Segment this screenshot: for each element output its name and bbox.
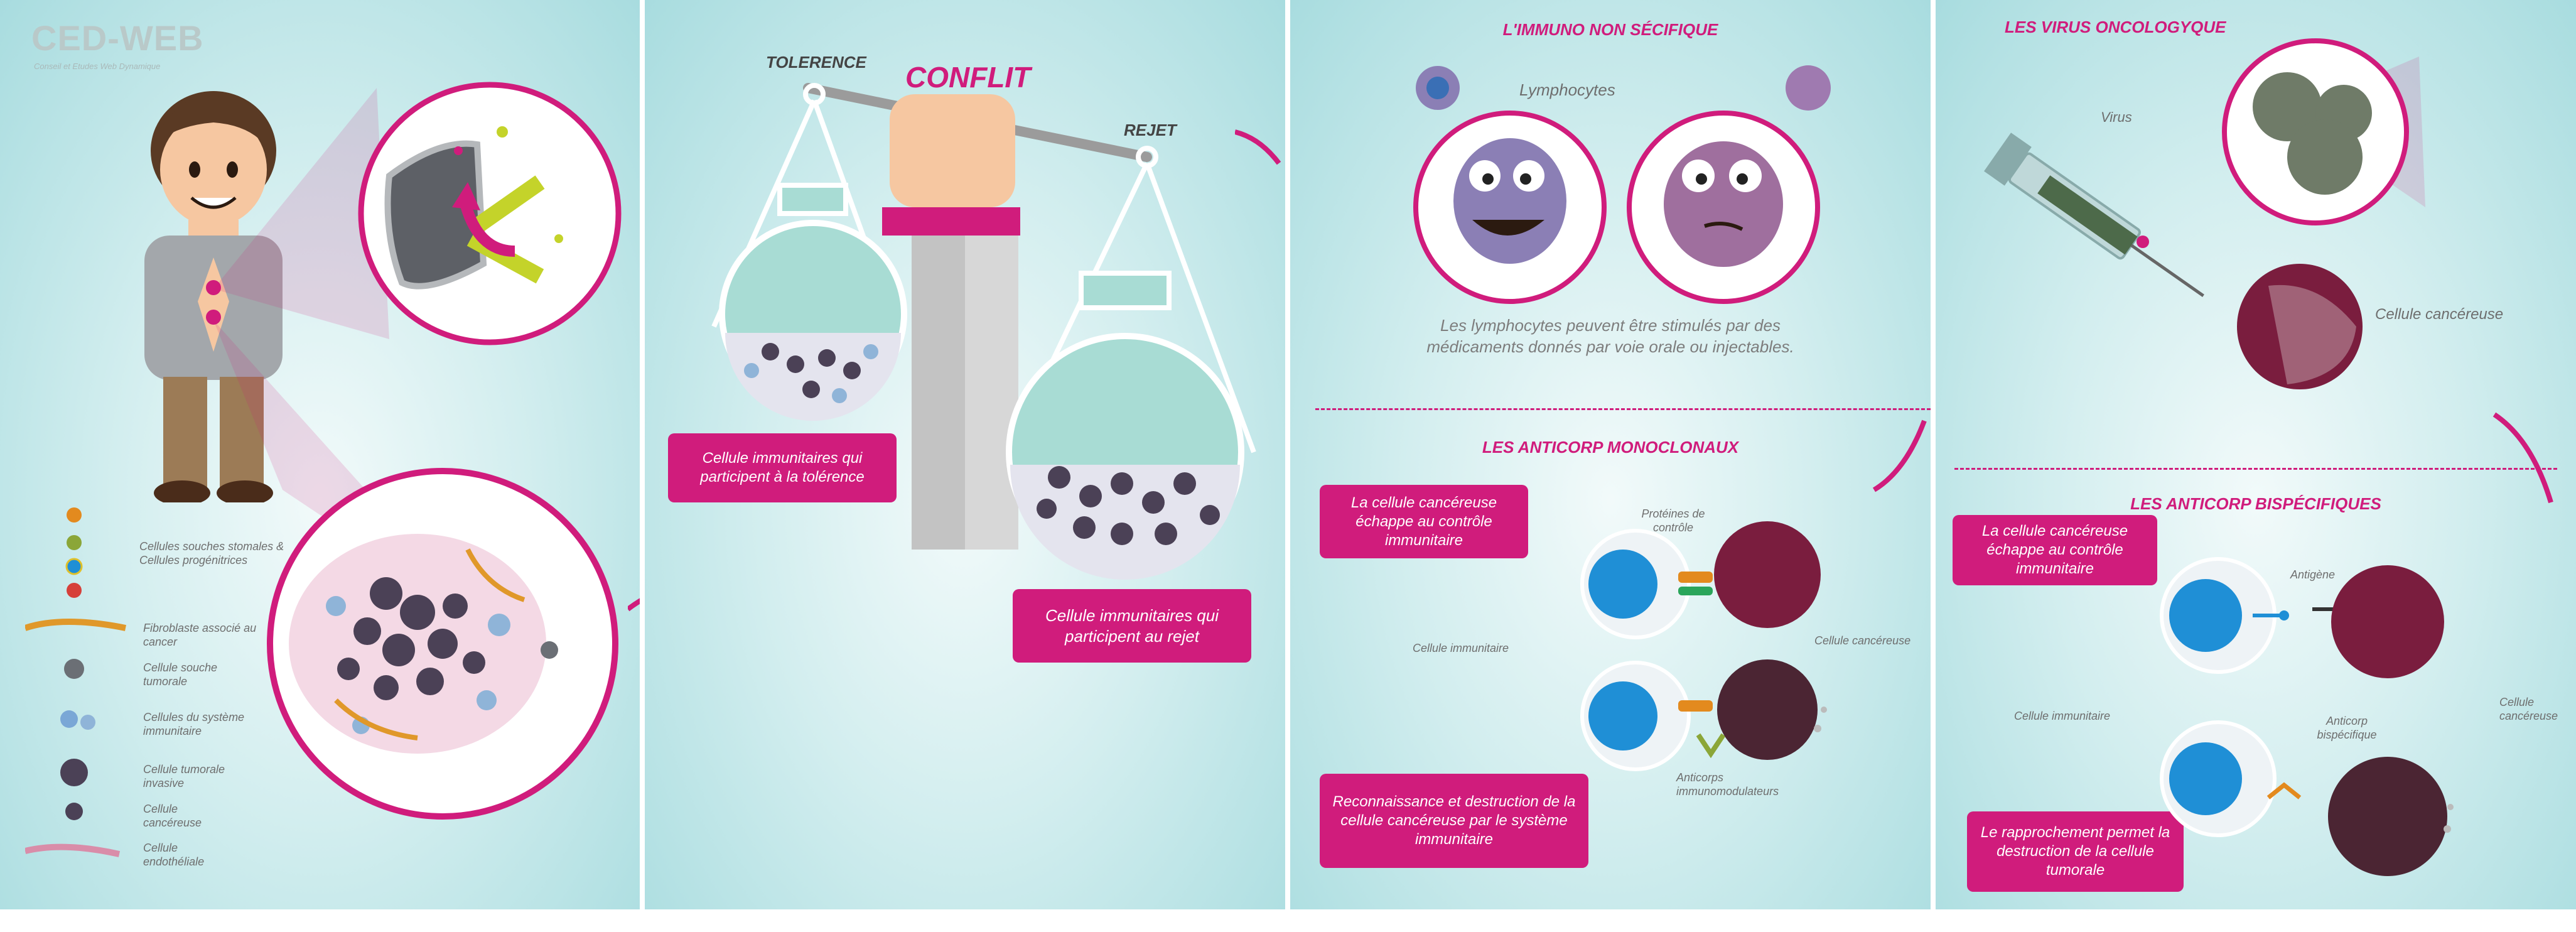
label-conflit: CONFLIT	[905, 61, 1031, 94]
title-immuno-non-specifique: L'IMMUNO NON SÉCIFIQUE	[1502, 20, 1718, 39]
lymphocytes-description: Les lymphocytes peuvent être stimulés pa…	[1426, 316, 1794, 356]
section-divider	[1315, 408, 1931, 410]
label-antigene: Antigène	[2290, 568, 2336, 581]
label-cellule-cancereuse-top: Cellule cancéreuse	[2375, 306, 2504, 323]
title-virus-oncologyque: LES VIRUS ONCOLOGYQUE	[2005, 18, 2226, 36]
bispecific-antibody-illustration	[2160, 557, 2454, 876]
arrow-down-right	[2492, 412, 2553, 504]
brand-tagline: Conseil et Etudes Web Dynamique	[34, 62, 161, 71]
label-cellule-cancereuse: Cellule cancéreuse	[1814, 634, 1911, 647]
boy-character-illustration	[144, 91, 283, 502]
label-cellule-immunitaire: Cellule immunitaire	[1413, 642, 1509, 654]
legend-label-fibroblast: Fibroblaste associé au cancer	[143, 622, 257, 648]
legend-icons	[25, 507, 126, 857]
box-rejet: Cellule immunitaires qui participent au …	[1013, 589, 1251, 663]
lymphocyte-characters-illustration	[1413, 65, 1831, 304]
tumor-microenvironment-illustration	[267, 468, 618, 820]
title-anticorp-monoclonaux: LES ANTICORP MONOCLONAUX	[1482, 438, 1739, 457]
label-cellule-cancereuse-bispecifique: Cellule cancéreuse	[2499, 696, 2558, 722]
legend-label-invasive-cell: Cellule tumorale invasive	[143, 763, 225, 789]
shield-circle-illustration	[358, 82, 622, 345]
label-anticorp-bispecifique: Anticorp bispécifique	[2317, 715, 2377, 741]
label-anticorps-immunomodulateurs: Anticorps immunomodulateurs	[1676, 771, 1779, 798]
panel-balance: TOLERENCE CONFLIT REJET Cellule immunita…	[645, 0, 1285, 909]
panel-microenvironment: CED-WEB Conseil et Etudes Web Dynamique	[0, 0, 640, 909]
legend-label-endothelial-cell: Cellule endothéliale	[143, 842, 205, 868]
panel-immunotherapy: L'IMMUNO NON SÉCIFIQUE Lymphocytes Les l…	[1290, 0, 1931, 909]
label-tolerence: TOLERENCE	[766, 53, 866, 72]
brand-logo: CED-WEB	[31, 18, 204, 58]
arrow-to-panel2	[628, 598, 640, 612]
label-rejet: REJET	[1124, 121, 1177, 139]
label-lymphocytes: Lymphocytes	[1519, 80, 1615, 99]
label-cellule-immunitaire-bispecifique: Cellule immunitaire	[2014, 710, 2111, 722]
legend-label-cancer-cell: Cellule cancéreuse	[143, 803, 202, 829]
box-tolerance: Cellule immunitaires qui participent à l…	[668, 433, 897, 502]
monoclonal-antibody-illustration	[1580, 521, 1827, 771]
title-anticorp-bispecifiques: LES ANTICORP BISPÉCIFIQUES	[2130, 494, 2381, 513]
virus-syringe-illustration	[1984, 38, 2425, 389]
arrow-to-panel4	[1872, 420, 1927, 492]
label-virus: Virus	[2101, 109, 2132, 125]
panel-virus-oncolytique: LES VIRUS ONCOLOGYQUE Virus Cellule canc…	[1936, 0, 2576, 909]
label-proteines-de-controle: Protéines de contrôle	[1641, 507, 1705, 534]
box-echappe: La cellule cancéreuse échappe au contrôl…	[1320, 485, 1528, 558]
legend-label-stem-cells: Cellules souches stomales & Cellules pro…	[139, 540, 284, 566]
legend-label-immune-cells: Cellules du système immunitaire	[143, 711, 245, 737]
box-reconnaissance: Reconnaissance et destruction de la cell…	[1320, 774, 1588, 868]
arrow-to-panel3	[1235, 129, 1281, 165]
legend-label-tumor-stem-cell: Cellule souche tumorale	[143, 661, 218, 688]
balance-scale-illustration	[711, 83, 1256, 580]
box-rapprochement: Le rapprochement permet la destruction d…	[1967, 811, 2184, 892]
box-echappe-bispecifique: La cellule cancéreuse échappe au contrôl…	[1953, 515, 2157, 585]
section-divider	[1954, 468, 2557, 470]
